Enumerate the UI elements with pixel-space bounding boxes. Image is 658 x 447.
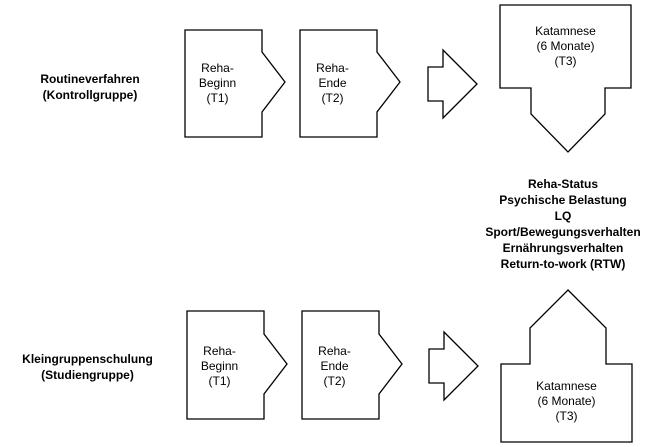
top-end-line1: Reha- xyxy=(316,61,349,75)
top-followup-line2: (6 Monate) xyxy=(536,39,595,53)
bottom-end-line2: Ende xyxy=(320,359,349,373)
bottom-end-line3: (T2) xyxy=(323,374,346,388)
bottom-start-line3: (T1) xyxy=(208,374,231,388)
study-group-line2: (Studiengruppe) xyxy=(41,368,134,382)
bottom-followup-label: Katamnese (6 Monate) (T3) xyxy=(506,379,627,424)
outcome-item: Psychische Belastung xyxy=(499,193,627,207)
bottom-end-line1: Reha- xyxy=(318,344,351,358)
outcome-item: Ernährungsverhalten xyxy=(502,241,624,255)
bottom-followup-line3: (T3) xyxy=(555,409,578,423)
top-end-line3: (T2) xyxy=(321,91,344,105)
top-transition-arrow xyxy=(427,48,478,120)
top-end-line2: Ende xyxy=(318,76,347,90)
bottom-end-arrow-box xyxy=(301,310,403,420)
bottom-transition-arrow xyxy=(428,330,479,402)
top-start-arrow-box xyxy=(184,29,286,138)
bottom-start-arrow-box xyxy=(186,310,288,420)
outcomes-list: Reha-Status Psychische Belastung LQ Spor… xyxy=(468,176,658,272)
bottom-end-label: Reha- Ende (T2) xyxy=(307,344,362,389)
top-start-line2: Beginn xyxy=(198,76,237,90)
study-group-label: Kleingruppenschulung (Studiengruppe) xyxy=(0,351,175,383)
study-group-line1: Kleingruppenschulung xyxy=(22,352,153,366)
bottom-start-line1: Reha- xyxy=(203,344,236,358)
outcome-item: Return-to-work (RTW) xyxy=(500,257,626,271)
outcome-item: LQ xyxy=(554,209,572,223)
top-start-line3: (T1) xyxy=(206,91,229,105)
top-start-line1: Reha- xyxy=(201,61,234,75)
control-group-label: Routineverfahren (Kontrollgruppe) xyxy=(10,71,170,103)
bottom-followup-up-arrow xyxy=(500,289,633,443)
outcome-item: Sport/Bewegungsverhalten xyxy=(485,225,641,239)
bottom-start-line2: Beginn xyxy=(200,359,239,373)
top-followup-line1: Katamnese xyxy=(535,24,596,38)
control-group-line1: Routineverfahren xyxy=(40,72,140,86)
bottom-followup-line2: (6 Monate) xyxy=(537,394,596,408)
outcome-item: Reha-Status xyxy=(527,177,598,191)
top-end-label: Reha- Ende (T2) xyxy=(305,61,360,106)
top-followup-line3: (T3) xyxy=(554,54,577,68)
control-group-line2: (Kontrollgruppe) xyxy=(42,88,138,102)
top-start-label: Reha- Beginn (T1) xyxy=(190,61,245,106)
top-followup-label: Katamnese (6 Monate) (T3) xyxy=(505,24,626,69)
bottom-followup-line1: Katamnese xyxy=(536,379,597,393)
bottom-start-label: Reha- Beginn (T1) xyxy=(192,344,247,389)
top-end-arrow-box xyxy=(299,29,401,138)
top-followup-down-arrow xyxy=(499,4,632,153)
